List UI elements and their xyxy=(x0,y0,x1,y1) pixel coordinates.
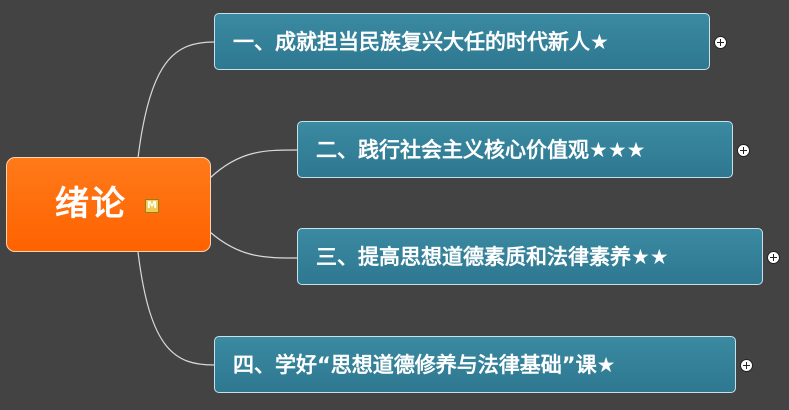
expand-plus-icon[interactable] xyxy=(737,144,750,157)
connector-topic-4 xyxy=(137,251,215,366)
expand-plus-icon[interactable] xyxy=(714,36,727,49)
memo-icon[interactable]: M xyxy=(145,199,159,213)
connector-topic-3 xyxy=(209,231,298,259)
root-topic[interactable]: 绪论 M xyxy=(6,157,211,252)
expand-plus-icon[interactable] xyxy=(767,251,780,264)
connector-topic-1 xyxy=(137,41,215,159)
connector-topic-2 xyxy=(209,149,298,179)
expand-plus-icon[interactable] xyxy=(740,359,753,372)
subtopic-4[interactable]: 四、学好“思想道德修养与法律基础”课★ xyxy=(214,336,736,393)
subtopic-2-label: 二、践行社会主义核心价值观★★★ xyxy=(316,138,646,162)
subtopic-3-label: 三、提高思想道德素质和法律素养★★ xyxy=(316,245,669,269)
subtopic-3[interactable]: 三、提高思想道德素质和法律素养★★ xyxy=(297,228,763,285)
subtopic-2[interactable]: 二、践行社会主义核心价值观★★★ xyxy=(297,121,733,178)
subtopic-1-label: 一、成就担当民族复兴大任的时代新人★ xyxy=(233,30,609,54)
subtopic-1[interactable]: 一、成就担当民族复兴大任的时代新人★ xyxy=(214,13,710,70)
root-topic-label: 绪论 xyxy=(55,184,127,224)
subtopic-4-label: 四、学好“思想道德修养与法律基础”课★ xyxy=(233,353,616,377)
